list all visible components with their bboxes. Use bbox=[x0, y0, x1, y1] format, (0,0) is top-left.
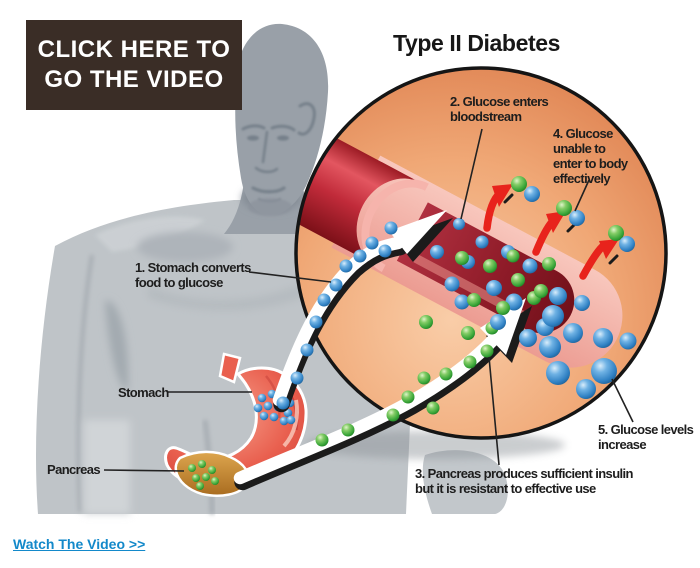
insulin-train bbox=[315, 321, 499, 447]
annotation-2-line: 2. Glucose enters bbox=[450, 94, 549, 109]
stomach-label: Stomach bbox=[118, 385, 169, 400]
pancreas-organ bbox=[174, 450, 250, 497]
annotation-1-line: food to glucose bbox=[135, 275, 223, 290]
annotation-3-line: 3. Pancreas produces sufficient insulin bbox=[415, 466, 634, 481]
escaped-molecule-pairs bbox=[511, 176, 635, 252]
cta-line-2: GO THE VIDEO bbox=[44, 66, 224, 93]
annotation-3-line: but it is resistant to effective use bbox=[415, 481, 596, 496]
circle-border bbox=[294, 66, 668, 440]
annotation-4: 4. Glucose unable to enter to body effec… bbox=[553, 126, 628, 186]
leader-lines bbox=[103, 128, 634, 472]
cta-line-1: CLICK HERE TO bbox=[37, 36, 231, 63]
annotation-5: 5. Glucose levels increase bbox=[598, 422, 694, 452]
annotation-2-line: bloodstream bbox=[450, 109, 522, 124]
glucose-train bbox=[276, 221, 398, 410]
glucose-exit-arrows bbox=[483, 176, 635, 280]
annotation-1-line: 1. Stomach converts bbox=[135, 260, 251, 275]
annotation-5-line: 5. Glucose levels bbox=[598, 422, 694, 437]
annotation-2: 2. Glucose enters bloodstream bbox=[450, 94, 549, 124]
annotation-1: 1. Stomach converts food to glucose bbox=[135, 260, 251, 290]
head bbox=[235, 23, 329, 216]
diagram-title: Type II Diabetes bbox=[393, 30, 561, 56]
molecules-in-bloodstream bbox=[419, 218, 590, 358]
annotation-4-line: enter to body bbox=[553, 156, 628, 171]
annotation-4-line: 4. Glucose bbox=[553, 126, 613, 141]
pancreas-label: Pancreas bbox=[47, 462, 101, 477]
insulin-cluster-in-pancreas bbox=[188, 460, 219, 490]
glucose-overflow bbox=[546, 328, 637, 399]
annotation-5-line: increase bbox=[598, 437, 647, 452]
annotation-4-line: unable to bbox=[553, 141, 606, 156]
face-features bbox=[241, 102, 316, 216]
annotation-4-line: effectively bbox=[553, 171, 611, 186]
annotation-3: 3. Pancreas produces sufficient insulin … bbox=[415, 466, 634, 496]
cta-button[interactable]: CLICK HERE TO GO THE VIDEO bbox=[26, 20, 242, 110]
watch-video-link[interactable]: Watch The Video >> bbox=[13, 536, 146, 552]
